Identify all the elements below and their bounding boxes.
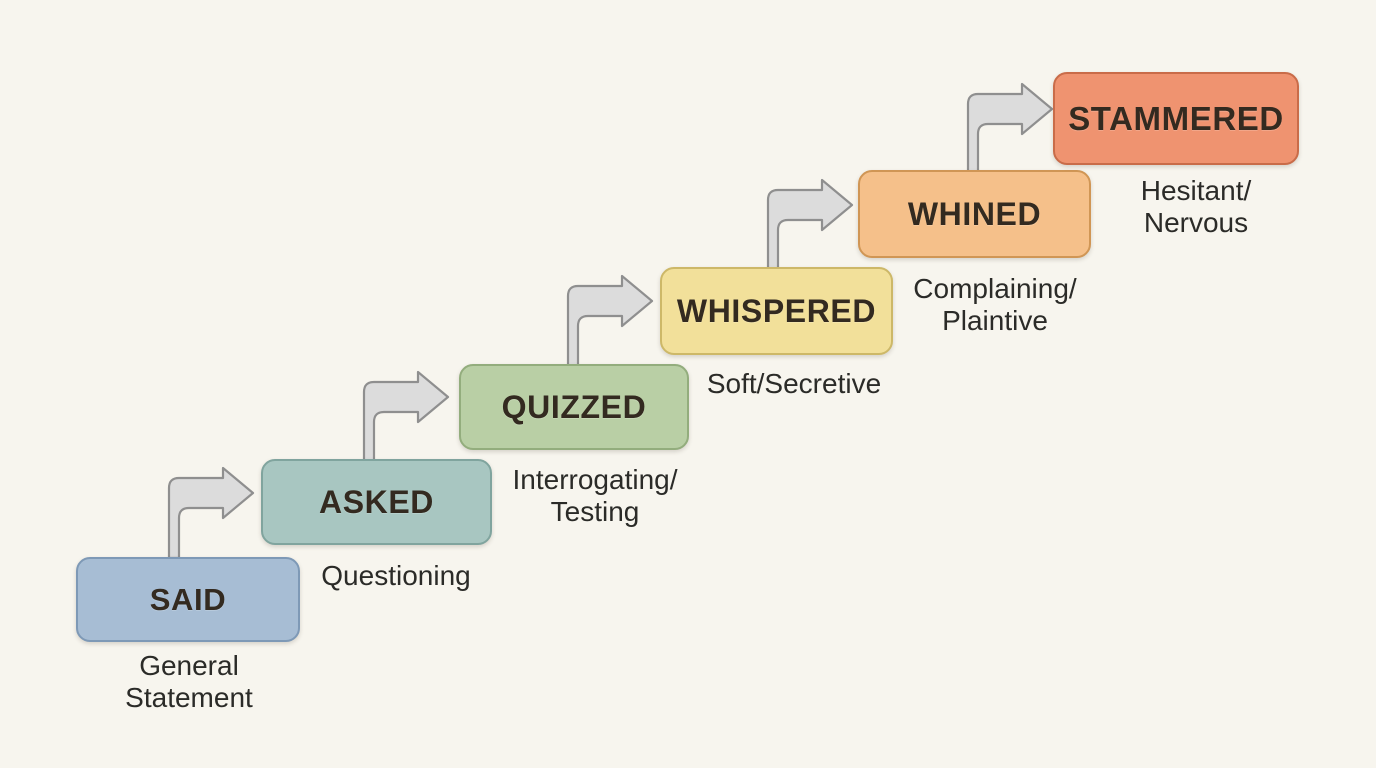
connector-arrow-quizzed-to-whispered <box>562 274 654 368</box>
elbow-arrow-icon <box>167 466 255 560</box>
step-label-said: SAID <box>149 581 227 617</box>
step-caption-said: General Statement <box>125 650 253 713</box>
step-label-quizzed: QUIZZED <box>501 388 647 425</box>
elbow-arrow-icon <box>966 82 1054 176</box>
step-label-whined: WHINED <box>907 195 1042 232</box>
step-caption-asked: Questioning <box>321 560 471 591</box>
connector-arrow-whispered-to-whined <box>762 178 854 272</box>
step-box-quizzed[interactable]: QUIZZED <box>459 364 689 450</box>
elbow-arrow-icon <box>766 178 854 272</box>
step-box-said[interactable]: SAID <box>76 557 300 642</box>
connector-arrow-whined-to-stammered <box>962 82 1054 176</box>
step-label-asked: ASKED <box>318 483 434 520</box>
step-label-stammered: STAMMERED <box>1068 99 1284 137</box>
step-caption-stammered: Hesitant/ Nervous <box>1140 175 1252 238</box>
step-box-asked[interactable]: ASKED <box>261 459 492 545</box>
step-label-whispered: WHISPERED <box>676 292 877 329</box>
elbow-arrow-icon <box>362 370 450 464</box>
step-caption-quizzed: Interrogating/ Testing <box>512 464 678 527</box>
elbow-arrow-icon <box>566 274 654 368</box>
step-caption-whispered: Soft/Secretive <box>706 368 882 399</box>
connector-arrow-said-to-asked <box>163 466 255 560</box>
connector-arrow-asked-to-quizzed <box>358 370 450 464</box>
step-caption-whined: Complaining/ Plaintive <box>913 273 1077 336</box>
step-box-whined[interactable]: WHINED <box>858 170 1091 258</box>
step-box-stammered[interactable]: STAMMERED <box>1053 72 1299 165</box>
step-box-whispered[interactable]: WHISPERED <box>660 267 893 355</box>
